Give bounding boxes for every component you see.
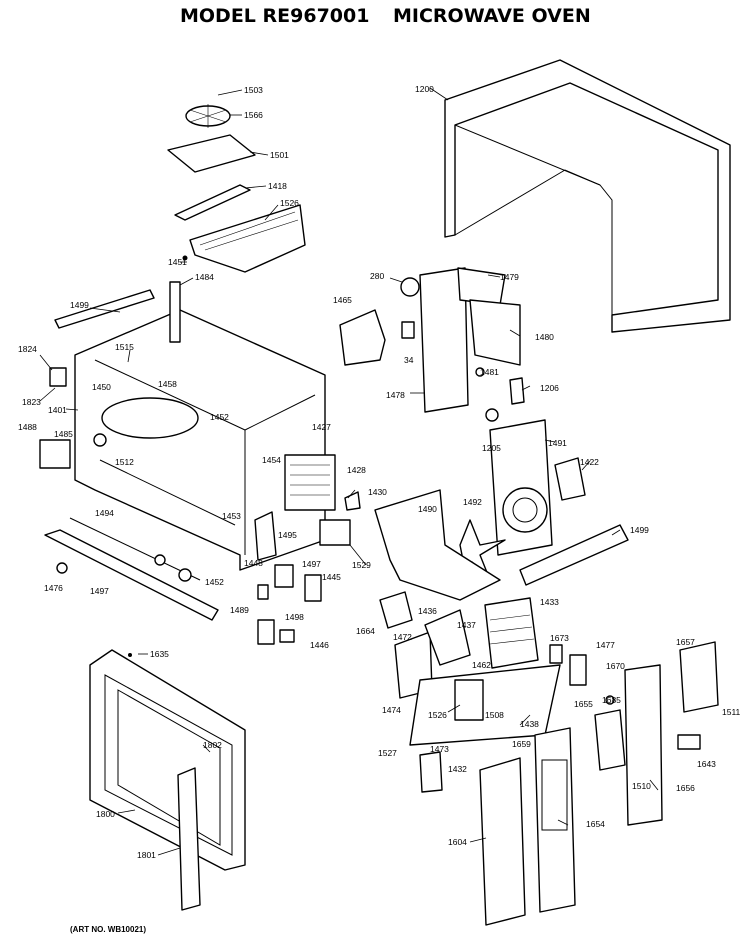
callout-label: 1664 — [356, 626, 375, 636]
stirrer-assembly — [167, 104, 306, 273]
callout-label: 1427 — [312, 422, 331, 432]
callout-label: 1484 — [195, 272, 214, 282]
callout-label: 1673 — [550, 633, 569, 643]
callout-label: 1437 — [457, 620, 476, 630]
callout-label: 1527 — [378, 748, 397, 758]
callout-label: 1510 — [632, 781, 651, 791]
callout-label: 1489 — [230, 605, 249, 615]
callout-label: 1488 — [18, 422, 37, 432]
callout-label: 1451 — [168, 257, 187, 267]
callout-label: 1422 — [580, 457, 599, 467]
oven-cavity — [39, 281, 326, 571]
callout-label: 1657 — [676, 637, 695, 647]
art-number: (ART NO. WB10021) — [70, 925, 146, 934]
callout-label: 1503 — [244, 85, 263, 95]
base-plate — [374, 489, 629, 601]
callout-label: 1448 — [244, 558, 263, 568]
callout-label: 1436 — [418, 606, 437, 616]
callout-label: 1490 — [418, 504, 437, 514]
callout-label: 1458 — [158, 379, 177, 389]
callout-label: 280 — [370, 271, 384, 281]
callout-label: 1428 — [347, 465, 366, 475]
callout-label: 1800 — [96, 809, 115, 819]
callout-label: 1685 — [602, 695, 621, 705]
callout-label: 1499 — [630, 525, 649, 535]
transformer-assembly — [379, 591, 587, 793]
callout-label: 1453 — [222, 511, 241, 521]
callout-label: 1643 — [697, 759, 716, 769]
callout-label: 1445 — [322, 572, 341, 582]
model-title: MODEL RE967001 — [180, 5, 369, 27]
callout-label: 1659 — [512, 739, 531, 749]
callout-label: 1511 — [722, 707, 741, 717]
callout-label: 1635 — [150, 649, 169, 659]
callout-label: 1479 — [500, 272, 519, 282]
callout-label: 1499 — [70, 300, 89, 310]
callout-label: 1492 — [463, 497, 482, 507]
callout-label: 1452 — [205, 577, 224, 587]
callout-label: 1446 — [310, 640, 329, 650]
callout-label: 1802 — [203, 740, 222, 750]
callout-label: 1480 — [535, 332, 554, 342]
callout-label: 1526 — [428, 710, 447, 720]
fan-housing — [454, 419, 586, 581]
callout-label: 1656 — [676, 783, 695, 793]
callout-label: 1205 — [482, 443, 501, 453]
callout-label: 1200 — [415, 84, 434, 94]
callout-label: 1474 — [382, 705, 401, 715]
callout-label: 1491 — [548, 438, 567, 448]
callout-label: 1481 — [480, 367, 499, 377]
callout-label: 1478 — [386, 390, 405, 400]
callout-label: 1430 — [368, 487, 387, 497]
callout-label: 1512 — [115, 457, 134, 467]
callout-label: 1485 — [54, 429, 73, 439]
callout-label: 1418 — [268, 181, 287, 191]
magnetron — [254, 454, 361, 561]
callout-label: 1432 — [448, 764, 467, 774]
outer-case — [444, 59, 731, 333]
callout-label: 1462 — [472, 660, 491, 670]
callout-label: 1526 — [280, 198, 299, 208]
callout-labels: 1503 1566 1501 1418 1526 1451 1484 1499 … — [18, 84, 741, 860]
callout-label: 1438 — [520, 719, 539, 729]
callout-label: 1450 — [92, 382, 111, 392]
oven-door — [89, 649, 246, 911]
callout-label: 1433 — [540, 597, 559, 607]
callout-label: 1801 — [137, 850, 156, 860]
callout-label: 1495 — [278, 530, 297, 540]
callout-label: 1824 — [18, 344, 37, 354]
callout-label: 1529 — [352, 560, 371, 570]
callout-label: 1477 — [596, 640, 615, 650]
control-panel — [479, 641, 719, 926]
callout-label: 1655 — [574, 699, 593, 709]
callout-label: 1401 — [48, 405, 67, 415]
callout-label: 1476 — [44, 583, 63, 593]
callout-label: 1206 — [540, 383, 559, 393]
callout-label: 1654 — [586, 819, 605, 829]
callout-label: 1494 — [95, 508, 114, 518]
callout-label: 1497 — [302, 559, 321, 569]
callout-label: 1497 — [90, 586, 109, 596]
callout-label: 1454 — [262, 455, 281, 465]
callout-label: 34 — [404, 355, 414, 365]
callout-label: 1473 — [430, 744, 449, 754]
callout-label: 1604 — [448, 837, 467, 847]
callout-label: 1566 — [244, 110, 263, 120]
callout-label: 1498 — [285, 612, 304, 622]
product-title: MICROWAVE OVEN — [393, 5, 591, 27]
callout-label: 1515 — [115, 342, 134, 352]
callout-label: 1670 — [606, 661, 625, 671]
small-brackets — [257, 564, 322, 645]
callout-label: 1472 — [393, 632, 412, 642]
callout-label: 1501 — [270, 150, 289, 160]
callout-label: 1508 — [485, 710, 504, 720]
callout-label: 1823 — [22, 397, 41, 407]
lamp-and-duct — [339, 267, 525, 422]
callout-label: 1452 — [210, 412, 229, 422]
leader-lines — [39, 87, 659, 856]
base-strips — [44, 517, 219, 621]
callout-label: 1465 — [333, 295, 352, 305]
